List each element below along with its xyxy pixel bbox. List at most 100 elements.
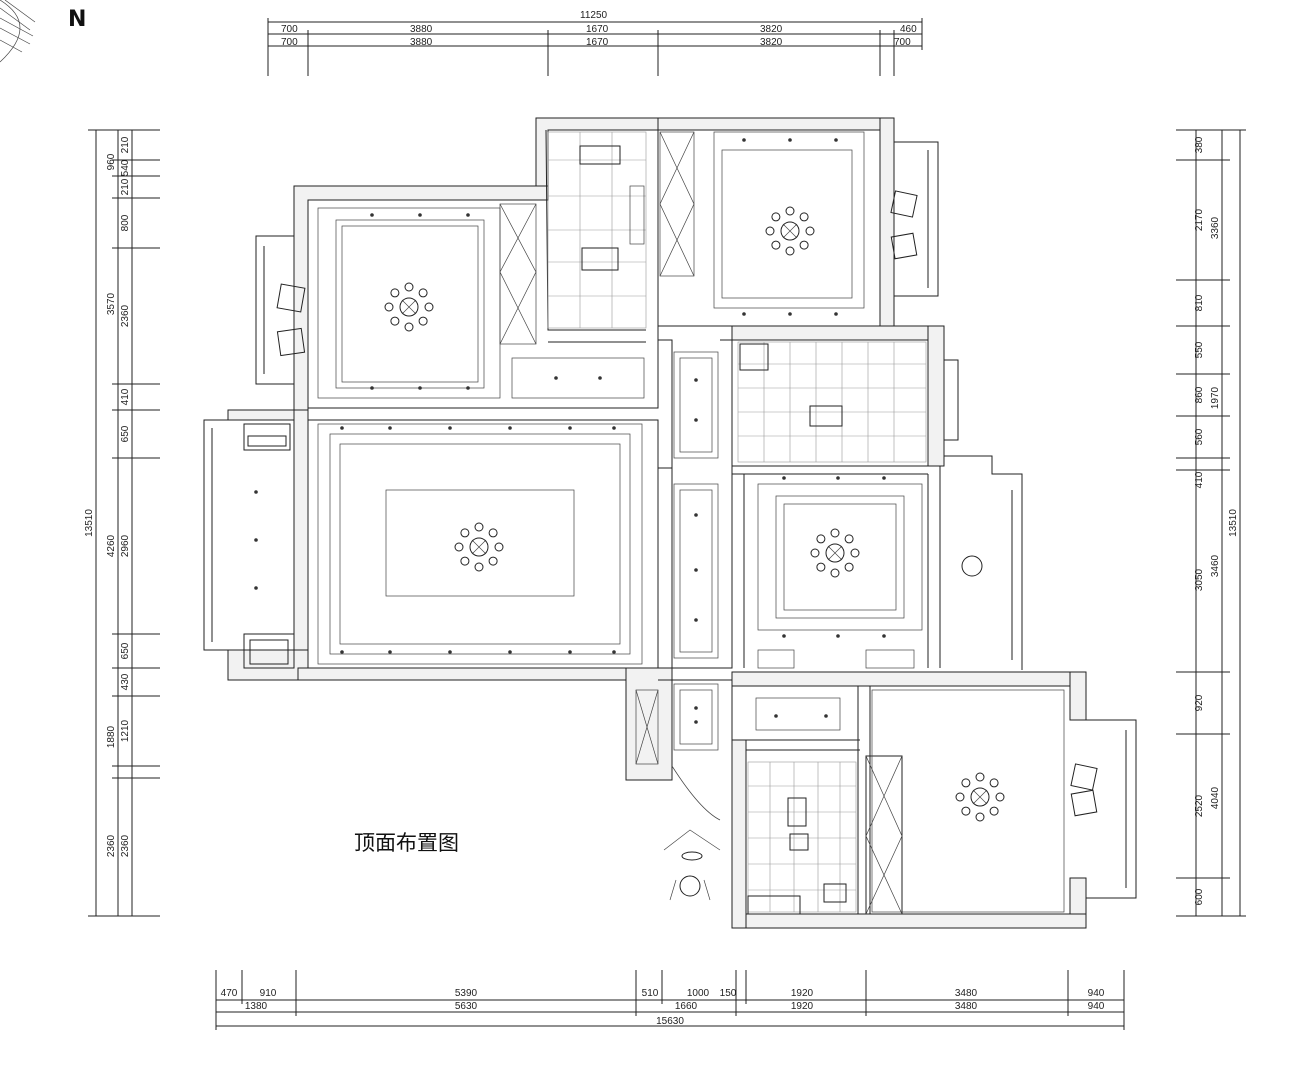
bedroom-top-right [659, 131, 865, 309]
downlight-icon [834, 312, 838, 316]
living-room [317, 423, 643, 665]
downlight-icon [508, 426, 512, 430]
chandelier-icon [810, 528, 860, 578]
inner-walls [308, 129, 941, 914]
dim-label: 650 [120, 642, 131, 659]
dim-label: 470 [221, 988, 238, 999]
downlight-icon [340, 426, 344, 430]
bay-windows [203, 141, 1137, 899]
downlight-icon [824, 714, 828, 718]
dim-label: 1000 [687, 988, 710, 999]
dim-label: 910 [260, 988, 277, 999]
dim-label: 920 [1194, 694, 1205, 711]
dim-label: 940 [1088, 1001, 1105, 1012]
dimension-bottom [215, 970, 1125, 1030]
downlight-icon [466, 213, 470, 217]
downlight-icon [370, 386, 374, 390]
downlight-icon [694, 720, 698, 724]
dim-label: 1880 [106, 725, 117, 748]
dim-label: 3050 [1194, 568, 1205, 591]
dim-label: 600 [1194, 888, 1205, 905]
dim-label: 210 [120, 178, 131, 195]
downlight-icon [554, 376, 558, 380]
downlight-icon [254, 538, 258, 542]
downlight-icon [788, 138, 792, 142]
downlight-icon [882, 634, 886, 638]
dim-label: 1920 [791, 1001, 814, 1012]
bedroom-bottom-right [871, 689, 1065, 913]
downlight-icon [254, 586, 258, 590]
dim-label: 410 [120, 388, 131, 405]
dim-label: 430 [120, 673, 131, 690]
dim-top-r1-4: 460 [900, 24, 917, 35]
downlight-icon [694, 706, 698, 710]
chandelier-icon [765, 206, 815, 256]
downlight-icon [882, 476, 886, 480]
north-label: N [68, 7, 86, 32]
dim-label: 510 [642, 988, 659, 999]
dim-label: 4260 [106, 534, 117, 557]
dim-label: 2170 [1194, 208, 1205, 231]
chandelier-icon [454, 522, 504, 572]
dim-label: 1210 [120, 719, 131, 742]
dim-label: 550 [1194, 341, 1205, 358]
dim-label: 5390 [455, 988, 478, 999]
dim-label: 13510 [84, 509, 95, 537]
corridor [635, 351, 721, 821]
chandelier-icon [384, 282, 434, 332]
dim-label: 540 [120, 159, 131, 176]
downlight-icon [568, 426, 572, 430]
downlight-icon [788, 312, 792, 316]
dim-label: 960 [106, 153, 117, 170]
dim-top-r2-0: 700 [281, 37, 298, 48]
downlight-icon [782, 634, 786, 638]
dim-label: 560 [1194, 428, 1205, 445]
dim-top-r2-3: 3820 [760, 37, 783, 48]
downlight-icon [340, 650, 344, 654]
downlight-icons [254, 138, 886, 724]
dim-label: 1380 [245, 1001, 268, 1012]
dim-label: 2520 [1194, 794, 1205, 817]
dim-label: 1920 [791, 988, 814, 999]
downlight-icon [370, 213, 374, 217]
downlight-icon [774, 714, 778, 718]
downlight-icon [254, 490, 258, 494]
dim-label: 210 [120, 136, 131, 153]
dim-label: 800 [120, 214, 131, 231]
dimension-top: 11250 700 3880 1670 3820 460 700 3880 16… [267, 10, 923, 76]
downlight-icon [448, 650, 452, 654]
dim-label: 650 [120, 425, 131, 442]
dim-label: 3480 [955, 988, 978, 999]
dim-label: 2360 [120, 304, 131, 327]
dim-label: 4040 [1210, 786, 1221, 809]
bedroom-middle-right [757, 483, 983, 669]
chandelier-icon [955, 772, 1005, 822]
dim-label: 2360 [120, 834, 131, 857]
downlight-icon [834, 138, 838, 142]
dim-top-r1-0: 700 [281, 24, 298, 35]
downlight-icon [694, 513, 698, 517]
dim-label: 1970 [1210, 386, 1221, 409]
dim-label: 940 [1088, 988, 1105, 999]
dimension-left [88, 129, 160, 917]
downlight-icon [598, 376, 602, 380]
dim-top-r2-1: 3880 [410, 37, 433, 48]
compass-icon [0, 0, 36, 63]
downlight-icon [568, 650, 572, 654]
dimension-right [1176, 129, 1246, 917]
kitchen-top [547, 131, 647, 329]
downlight-icon [466, 386, 470, 390]
dim-top-total: 11250 [580, 10, 608, 21]
downlight-icon [388, 650, 392, 654]
downlight-icon [418, 213, 422, 217]
downlight-icon [612, 650, 616, 654]
dim-label: 3480 [955, 1001, 978, 1012]
dim-label: 15630 [656, 1016, 684, 1027]
dim-label: 150 [720, 988, 737, 999]
dim-top-r2-4: 700 [894, 37, 911, 48]
chandelier-icons [384, 206, 1005, 822]
dim-label: 860 [1194, 386, 1205, 403]
dimension-left-labels: 1351096035704260188023602105402108002360… [84, 136, 131, 857]
